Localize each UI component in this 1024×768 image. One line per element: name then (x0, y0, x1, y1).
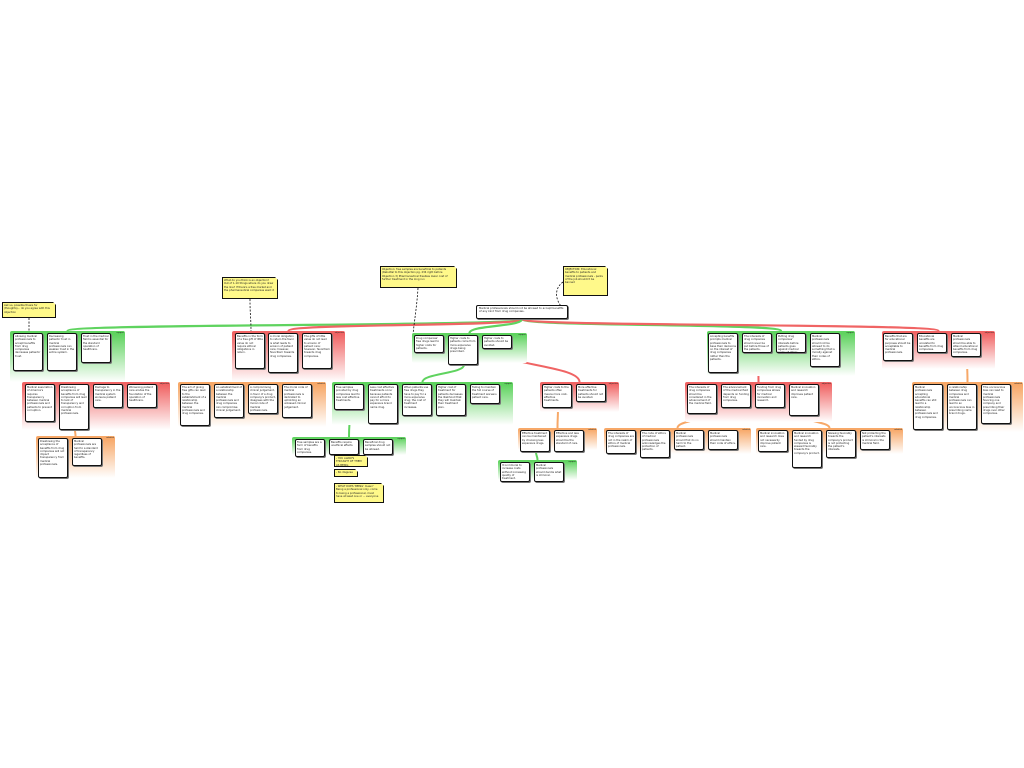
claim-box[interactable]: A relationship between drug companies an… (947, 384, 977, 430)
yellow-note[interactable]: What do you think is an objection? Out o… (222, 277, 278, 299)
argument-link-line (520, 317, 783, 333)
group-type-label: rebuttal (317, 383, 325, 385)
claim-box[interactable]: Higher costs to patients come from more … (448, 335, 478, 365)
group-type-label: rebuttal (742, 429, 750, 431)
claim-box[interactable]: Medical professionals should be able to … (951, 333, 981, 357)
group-type-label: rebuttal (588, 429, 596, 431)
claim-box[interactable]: Benefits that are for educational purpos… (883, 333, 913, 361)
claim-box[interactable]: The interests of drug companies should b… (687, 384, 717, 414)
yellow-note[interactable]: Objection: free samples are beneficial t… (380, 266, 457, 288)
claim-box[interactable]: The act of giving free gifts can lead to… (180, 384, 210, 426)
claim-box[interactable]: The gifts of little value do not lead to… (302, 333, 332, 369)
claim-box[interactable]: Less cost effective treatments occur bec… (368, 384, 398, 424)
claim-box[interactable]: More effective treatments for patients s… (576, 384, 606, 402)
claim-box[interactable]: The moral code of medical professionals … (282, 384, 312, 418)
claim-box[interactable]: Skewing favorably towards the company's … (826, 430, 856, 458)
claim-box[interactable]: Medical professionals should maintain th… (708, 430, 738, 450)
claim-box[interactable]: It is immoral to increase costs without … (500, 462, 530, 482)
root-contention[interactable]: Medical professionals should not be allo… (476, 305, 568, 319)
claim-box[interactable]: Medical association of America's require… (25, 384, 55, 422)
claim-box[interactable]: Higher costs to patients should be avoid… (482, 335, 512, 349)
claim-box[interactable]: Medical professionals are held to a stan… (72, 438, 102, 466)
claim-box[interactable]: A moral obligation to return the favor i… (268, 333, 298, 373)
claim-box[interactable]: Medical innovation and research funded b… (792, 430, 822, 468)
claim-box[interactable]: Beneficial drug samples should not be al… (363, 439, 393, 455)
group-type-label: support (116, 332, 124, 334)
claim-box[interactable]: Medical professionals should not be allo… (810, 333, 840, 367)
group-type-label: support (846, 332, 854, 334)
claim-box[interactable]: This unconscious bias can lead to medica… (981, 384, 1011, 424)
claim-box[interactable]: Free samples provided by drug companies … (334, 384, 364, 410)
group-type-label: objection (608, 383, 618, 385)
yellow-note[interactable]: - YOU ALWAYS THOUGHT OF THEM AS BEING (334, 455, 368, 467)
claim-box[interactable]: Not protecting the patient's interests i… (860, 430, 890, 450)
claim-box[interactable]: Medical professionals should first do no… (674, 430, 704, 450)
claim-box[interactable]: Failing to maintain the full course of t… (470, 384, 500, 404)
group-type-label: objection (821, 383, 831, 385)
claim-box[interactable]: Benefits in the form of a free gift of l… (235, 333, 265, 369)
claim-box[interactable]: Effective treatment can be maintained by… (520, 430, 550, 452)
claim-box[interactable]: Free samples are a form of benefits from… (295, 439, 325, 457)
argument-link-line (535, 451, 539, 461)
claim-box[interactable]: Benefits require unethical effects (329, 439, 359, 455)
claim-box[interactable]: Damage to transparency in the medical sy… (93, 384, 123, 408)
claim-box[interactable]: The interests of drug companies are not … (606, 430, 636, 454)
yellow-note[interactable]: - No disguise (334, 469, 358, 477)
claim-box[interactable]: Medical innovation and research improves… (789, 384, 819, 416)
claim-box[interactable]: Medical professionals should decide what… (534, 462, 564, 482)
claim-box[interactable]: A compromising clinical judgement, in fa… (248, 384, 278, 414)
yellow-note[interactable]: OBJECTION: Educational benefits to patie… (563, 266, 608, 296)
group-type-label: support (568, 461, 576, 463)
argument-link-line (66, 317, 524, 333)
claim-box[interactable]: Higher costs to the patients often means… (542, 384, 572, 408)
claim-box[interactable]: The interests of drug companies should n… (742, 333, 772, 353)
group-type-label: support (504, 383, 512, 385)
argument-link-line (468, 317, 524, 335)
group-type-label: support (518, 334, 526, 336)
group-type-label: rebuttal (1014, 383, 1022, 385)
claim-box[interactable]: Higher cost of treatment for patients de… (436, 384, 466, 416)
claim-box[interactable]: Disallowing acceptance of benefits from … (59, 384, 89, 430)
claim-box[interactable]: An establishment of a relationship betwe… (214, 384, 244, 418)
note-link-line (249, 298, 252, 334)
group-type-label: rebuttal (894, 429, 902, 431)
argument-link-line (520, 317, 940, 333)
claim-box[interactable]: Putting drug companies' interests before… (776, 333, 806, 353)
claim-box[interactable]: The advancement of the medical field dep… (721, 384, 751, 408)
claim-box[interactable]: Worsening patient care erodes the founda… (127, 384, 157, 408)
claim-box[interactable]: Effective and less expensive drugs shoul… (554, 430, 584, 452)
yellow-note[interactable]: Ask us, possible thesis for (thoughts)..… (2, 302, 56, 318)
claim-box[interactable]: When patients use free drugs they have t… (402, 384, 432, 416)
claim-box[interactable]: The code of ethics of medical profession… (640, 430, 670, 458)
claim-box[interactable]: Accepting benefits prompts medical profe… (708, 333, 738, 373)
group-type-label: rebuttal (106, 437, 114, 439)
claim-box[interactable]: Medical professionals accepting educatio… (913, 384, 943, 430)
group-type-label: support (397, 438, 405, 440)
claim-box[interactable]: Disallowing the acceptance of benefits f… (38, 438, 68, 478)
claim-box[interactable]: Medical innovation and research does not… (758, 430, 788, 452)
argument-link-line (421, 364, 465, 383)
claim-box[interactable]: Drug companies' free drugs lead to highe… (414, 335, 444, 353)
claim-box[interactable]: Trust in the medical field is essential … (81, 333, 111, 363)
group-type-label: objection (159, 383, 169, 385)
group-type-label: objection (334, 332, 344, 334)
claim-box[interactable]: Decreasing patients' trust in medical pr… (47, 333, 77, 371)
group-type-label: objection (984, 332, 994, 334)
claim-box[interactable]: Allowing medical professionals to accept… (13, 333, 43, 371)
yellow-note[interactable]: - WHAT DOES 'BEING' mean? Being a profes… (334, 483, 384, 503)
claim-box[interactable]: Educational benefits are unrelated to be… (917, 333, 947, 353)
argument-link-line (287, 317, 524, 333)
claim-box[interactable]: Funding from drug companies allows for m… (755, 384, 785, 408)
